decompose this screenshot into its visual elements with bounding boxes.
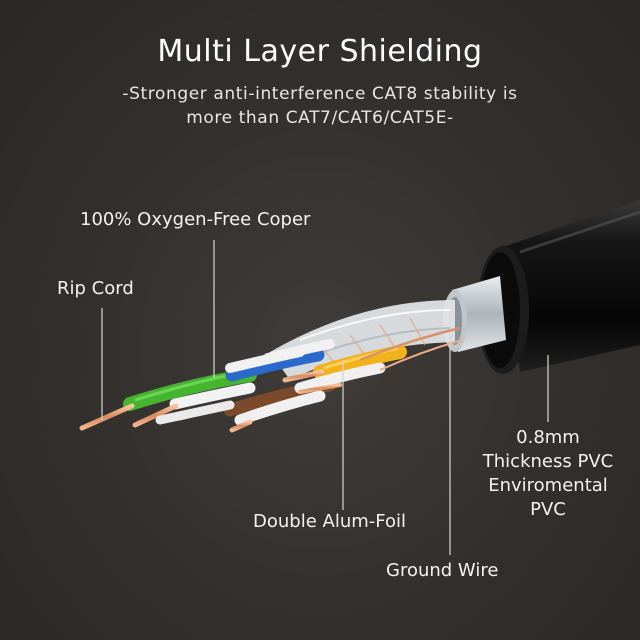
subtitle-line-1: -Stronger anti-interference CAT8 stabili… (122, 84, 518, 104)
foil-label: Double Alum-Foil (253, 511, 406, 532)
blue-pair (225, 339, 335, 382)
ground-wire-label: Ground Wire (386, 560, 499, 581)
jacket-label-line-2: Thickness PVC (482, 451, 614, 472)
subtitle: -Stronger anti-interference CAT8 stabili… (0, 82, 640, 130)
jacket-label-line-3: Enviromental (488, 475, 608, 496)
subtitle-line-2: more than CAT7/CAT6/CAT5E- (186, 108, 454, 128)
pvc-jacket (477, 200, 640, 374)
copper-label: 100% Oxygen-Free Coper (80, 209, 311, 230)
jacket-label: 0.8mm Thickness PVC Enviromental PVC (478, 426, 618, 522)
rip-cord-label: Rip Cord (57, 278, 134, 299)
ground-wire (359, 326, 463, 371)
leader-lines (101, 240, 549, 555)
page-title: Multi Layer Shielding (157, 34, 483, 69)
jacket-label-line-1: 0.8mm (516, 427, 580, 448)
jacket-label-line-4: PVC (530, 499, 566, 520)
